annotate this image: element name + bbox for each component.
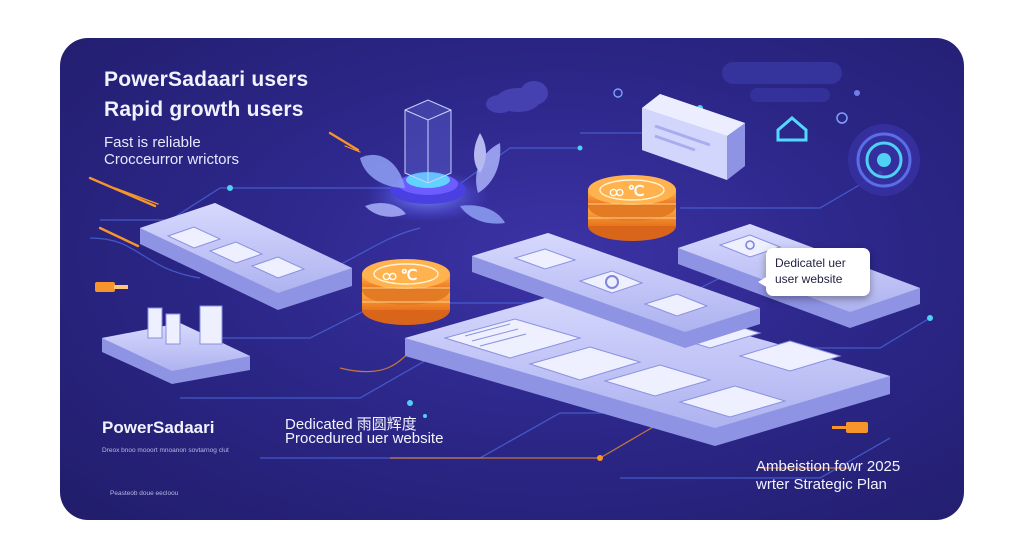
bubble-line-1: Dedicatel uer [775,256,846,270]
server-block [102,305,250,384]
svg-text:ထ ℃: ထ ℃ [609,183,645,200]
headline-line-1: PowerSadaari users [104,68,309,91]
brand-tagline: Dreox bnoo mooort mnoanon sovtarnog clut [102,447,229,454]
bubble-line-2: user website [775,272,843,286]
home-icon [776,116,808,142]
center-caption-line-2: Procedured uer website [285,430,444,447]
target-icon [848,124,920,196]
brand-footnote: Peasteob doue eecloou [110,490,179,497]
plan-title-line-1: Ambeistion fowr 2025 [756,458,901,475]
speed-arrows [88,131,361,248]
headline-line-2: Rapid growth users [104,98,304,121]
chat-bubble-icon: Dedicatel uer user website [758,248,870,296]
decorative-pill [722,62,842,84]
chip-right [832,422,868,433]
subheadline-line-2: Crocceurror wrictors [104,151,240,168]
floating-card-top [642,94,745,180]
coin-stack-icon-2: ထ ℃ [362,259,450,325]
svg-text:ထ ℃: ထ ℃ [382,267,418,284]
decorative-pill-2 [750,88,830,102]
left-app-platform [140,203,352,310]
brand-name: PowerSadaari [102,418,215,437]
hero-illustration-card: ထ ℃ ထ ℃ [60,38,964,520]
plan-title-line-2: wrter Strategic Plan [756,476,887,493]
main-dashboard-platform [405,288,890,446]
coin-stack-icon: ထ ℃ [588,175,676,241]
isometric-network-illustration: ထ ℃ ထ ℃ [88,62,933,479]
content-platform [472,233,760,348]
center-caption-line-1: Dedicated 雨圆辉度 [285,416,417,433]
leaf-icon [360,133,505,224]
cloud-icon [486,81,548,113]
subheadline-line-1: Fast is reliable [104,134,201,151]
